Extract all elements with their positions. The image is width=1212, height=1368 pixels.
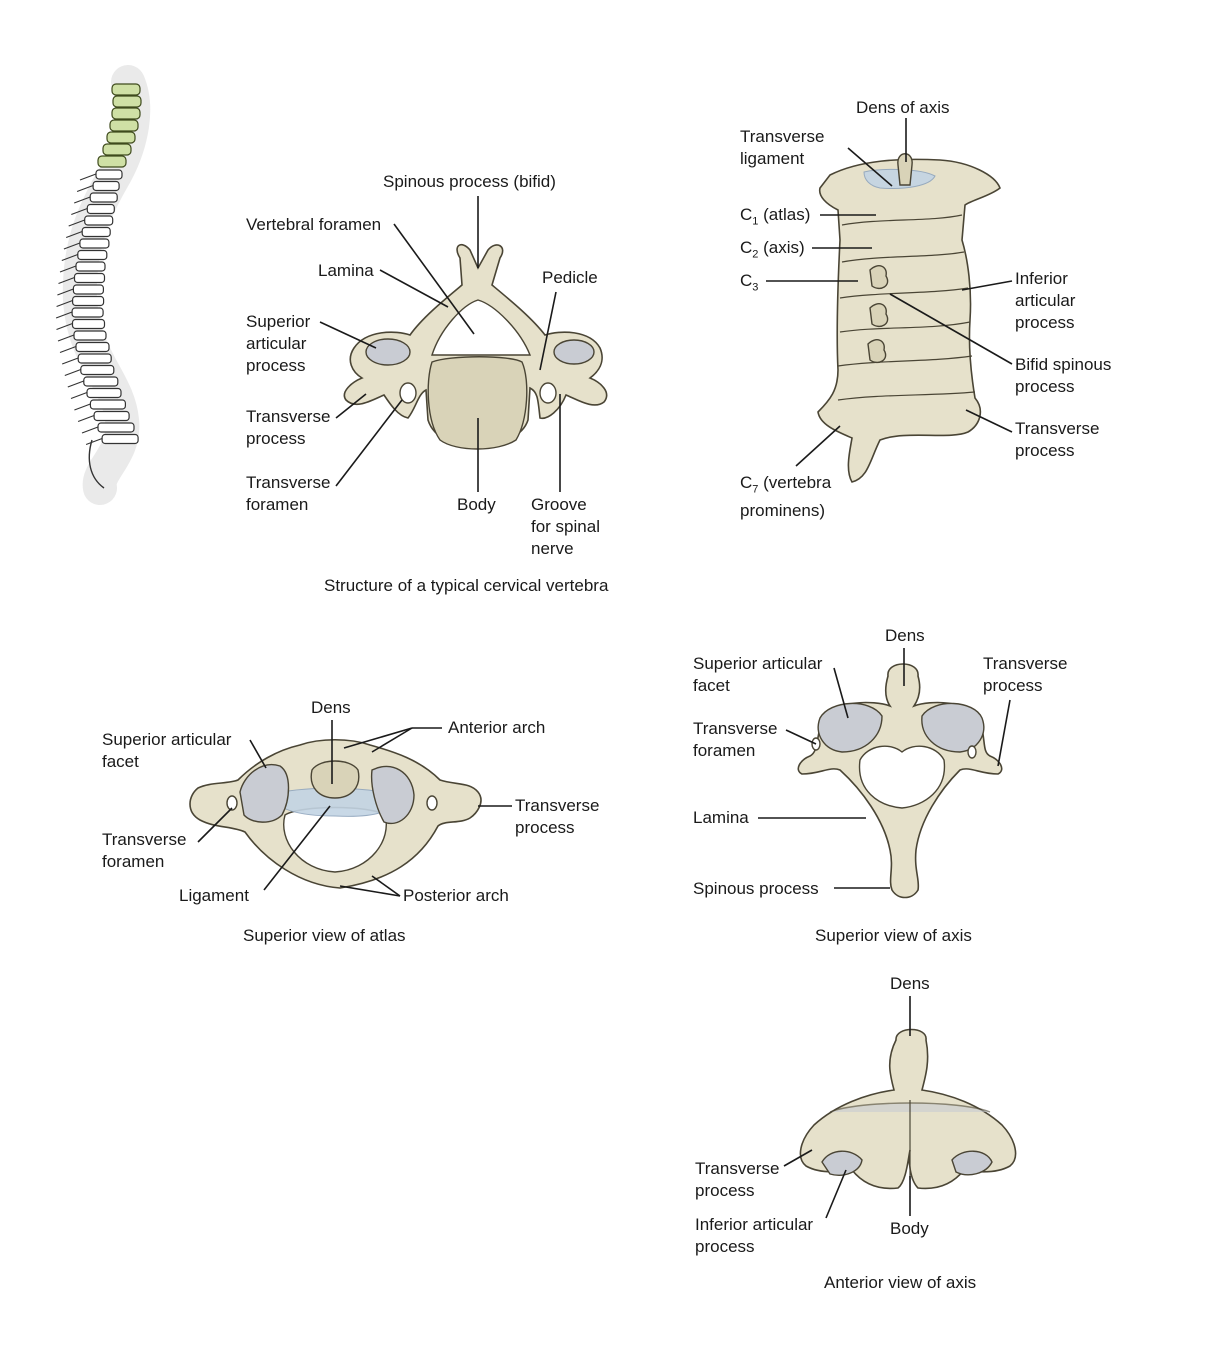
vertebra-sketch [72,284,105,295]
spinous-process-sketch [77,414,95,423]
spinous-process-sketch [66,230,83,239]
label-lamina-axis: Lamina [693,808,749,827]
label-transverse-process-atlas: Transverse process [515,796,600,837]
spinous-process-sketch [71,207,88,216]
axis-superior-illustration [797,663,1003,899]
label-pedicle: Pedicle [542,268,598,287]
vertebra-sketch [75,341,110,353]
atlas-illustration [189,739,482,889]
lower-vertebrae [55,169,139,446]
vertebra-sketch [73,272,106,284]
vertebra-sketch [71,318,106,330]
vertebra-sketch [77,249,108,261]
vertebra-sketch [84,215,114,226]
axis-anterior-illustration [799,1028,1017,1190]
label-posterior-arch: Posterior arch [403,886,509,905]
spinous-process-sketch [67,380,84,388]
vertebra-sketch [71,307,104,318]
vertebra-sketch [92,180,120,192]
label-groove-spinal-nerve: Groove for spinal nerve [531,495,600,558]
vertebra-sketch [83,376,119,387]
spinous-process-sketch [56,299,73,308]
vertebra-sketch [79,238,110,249]
vertebra-sketch [77,353,112,364]
label-superior-articular-process: Superior articular process [246,312,311,375]
spinous-process-sketch [68,219,85,227]
label-bifid-spinous-process: Bifid spinous process [1015,355,1112,396]
label-c3: C3 [740,271,759,294]
spinal-column-sketch [55,65,151,505]
leader-lines [197,118,1013,1219]
spinous-process-sketch [81,426,99,434]
spinous-process-sketch [74,403,91,411]
caption-axis-superior: Superior view of axis [815,926,972,945]
spinous-process-sketch [57,334,75,342]
spinous-process-sketch [70,391,88,400]
spinous-process-sketch [79,173,97,181]
vertebra-sketch [101,433,139,445]
label-dens-atlas: Dens [311,698,351,717]
spinous-process-sketch [61,253,78,262]
label-transverse-foramen-typical: Transverse foramen [246,473,331,514]
label-c2-axis: C2 (axis) [740,238,805,261]
label-transverse-process-column: Transverse process [1015,419,1100,460]
label-transverse-process-typical: Transverse process [246,407,331,448]
label-transverse-foramen-axis: Transverse foramen [693,719,778,760]
label-transverse-foramen-atlas: Transverse foramen [102,830,187,871]
label-c1-atlas: C1 (atlas) [740,205,811,228]
vertebra-sketch [89,399,127,410]
vertebra-sketch [81,226,111,238]
vertebra-sketch [97,422,135,433]
caption-atlas: Superior view of atlas [243,926,406,945]
label-c7-vertebra-prominens: C7 (vertebra prominens) [740,473,832,521]
spinous-process-sketch [74,196,91,204]
spinous-process-sketch [59,265,77,273]
label-body-typical: Body [457,495,496,514]
vertebra-sketch [71,295,105,307]
typical-vertebra-illustration [343,243,608,450]
vertebra-sketch [86,387,122,399]
spinous-process-sketch [58,276,75,285]
label-body-axis: Body [890,1219,929,1238]
label-dens-of-axis: Dens of axis [856,98,950,117]
vertebra-sketch [95,169,123,180]
label-spinous-process-bifid: Spinous process (bifid) [383,172,556,191]
label-dens-axis-anterior: Dens [890,974,930,993]
spinous-process-sketch [62,357,79,365]
label-ligament: Ligament [179,886,249,905]
caption-typical-vertebra: Structure of a typical cervical vertebra [324,576,609,595]
spinous-process-sketch [64,368,81,377]
vertebra-sketch [86,203,115,215]
label-superior-articular-facet-axis: Superior articular facet [693,654,823,695]
cervical-vertebrae-highlight [97,83,142,168]
spinous-process-sketch [55,311,73,319]
label-vertebral-foramen: Vertebral foramen [246,215,382,234]
spinous-process-sketch [85,437,103,446]
label-dens-axis-superior: Dens [885,626,925,645]
spinous-process-sketch [56,322,73,331]
label-transverse-process-axis-superior: Transverse process [983,654,1068,695]
spinous-process-sketch [59,345,77,354]
label-superior-articular-facet-atlas: Superior articular facet [102,730,232,771]
label-inferior-articular-process-column: Inferior articular process [1015,269,1076,332]
spinous-process-sketch [76,184,94,193]
label-anterior-arch: Anterior arch [448,718,546,737]
spinous-process-sketch [63,242,81,250]
cervical-column-illustration [817,153,1001,483]
vertebra-sketch [89,192,118,203]
vertebra-sketch [80,364,115,376]
label-transverse-ligament: Transverse ligament [740,127,825,168]
label-transverse-process-axis-anterior: Transverse process [695,1159,780,1200]
vertebra-sketch [73,330,107,341]
vertebra-sketch [75,261,106,272]
label-inferior-articular-process-axis: Inferior articular process [695,1215,814,1256]
spinous-process-sketch [57,288,74,296]
label-spinous-process-axis: Spinous process [693,879,819,898]
vertebra-sketch [93,410,130,422]
caption-axis-anterior: Anterior view of axis [824,1273,977,1292]
label-lamina: Lamina [318,261,374,280]
